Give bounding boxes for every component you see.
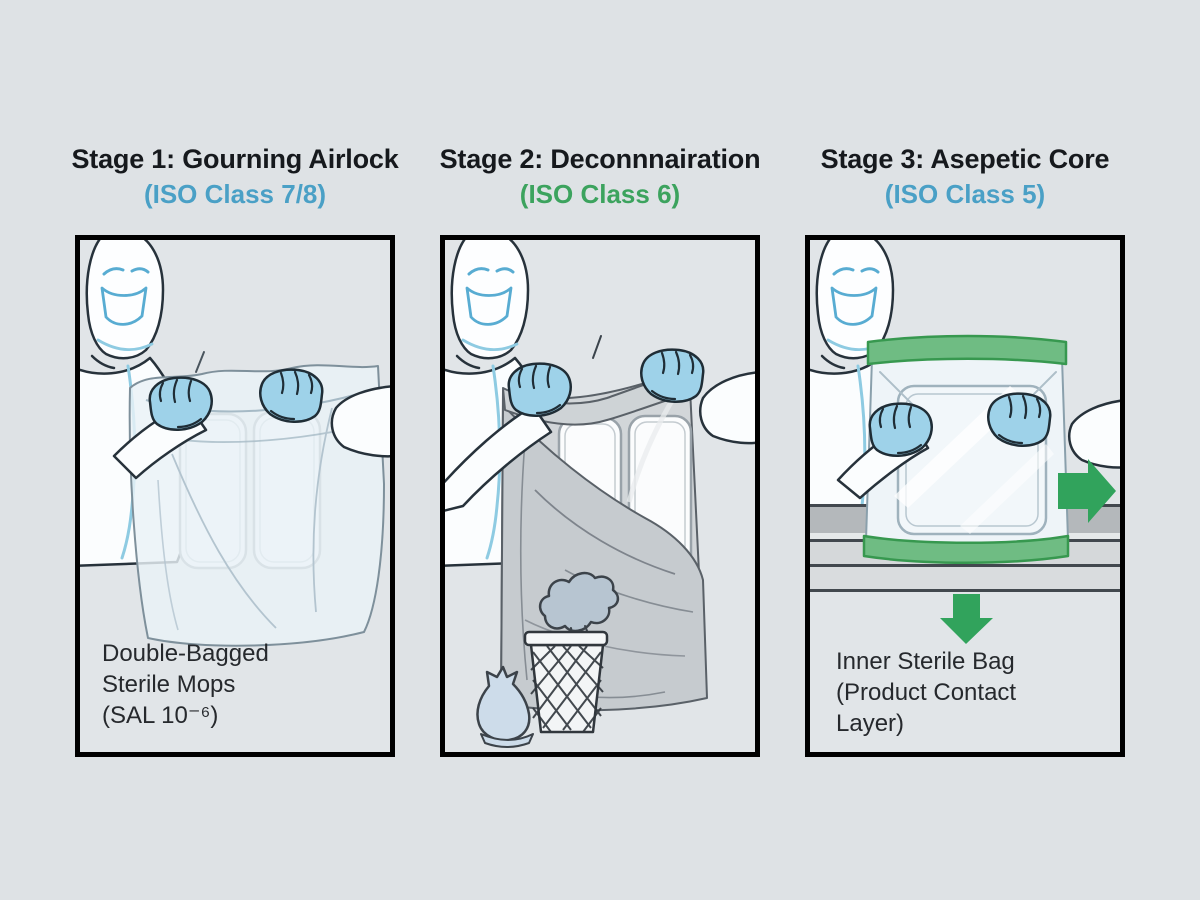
bag-green-seal-top bbox=[866, 334, 1068, 366]
stage-2-subtitle: (ISO Class 6) bbox=[519, 179, 681, 209]
assistant-arm-sleeve bbox=[330, 385, 390, 458]
bag-green-seal-bottom bbox=[862, 534, 1070, 564]
stage-3-caption: Inner Sterile Bag (Product Contact Layer… bbox=[836, 646, 1016, 739]
stage-2-panel bbox=[440, 235, 760, 757]
stage-1-caption: Double-Bagged Sterile Mops (SAL 10⁻⁶) bbox=[102, 638, 269, 731]
caption-line: (SAL 10⁻⁶) bbox=[102, 702, 219, 729]
arrow-down-icon bbox=[940, 594, 993, 644]
stage-1-subtitle: (ISO Class 7/8) bbox=[143, 179, 327, 209]
stage-2-illustration bbox=[445, 240, 755, 752]
operator-arm-sleeve bbox=[445, 404, 553, 512]
tied-waste-bag-icon bbox=[476, 665, 534, 748]
stage-3-title: Stage 3: Asepetic Core bbox=[820, 144, 1110, 174]
right-glove bbox=[640, 348, 705, 404]
stage-3-illustration bbox=[810, 240, 1120, 752]
caption-line: Inner Sterile Bag bbox=[836, 648, 1015, 675]
stage-1-title: Stage 1: Gourning Airlock bbox=[71, 144, 399, 174]
stage-1-panel: Double-Bagged Sterile Mops (SAL 10⁻⁶) bbox=[75, 235, 395, 757]
stage-3-column: Stage 3: Asepetic Core (ISO Class 5) bbox=[805, 143, 1125, 757]
caption-line: Double-Bagged bbox=[102, 640, 269, 667]
stage-2-title: Stage 2: Deconnnairation bbox=[439, 144, 761, 174]
arrow-right-icon bbox=[1058, 459, 1116, 523]
stage-3-panel: Inner Sterile Bag (Product Contact Layer… bbox=[805, 235, 1125, 757]
stage-1-column: Stage 1: Gourning Airlock (ISO Class 7/8… bbox=[71, 143, 399, 757]
waste-bin-icon bbox=[523, 630, 609, 734]
right-glove bbox=[259, 368, 324, 424]
caption-line: (Product Contact bbox=[836, 679, 1017, 706]
left-glove bbox=[507, 362, 572, 418]
left-glove bbox=[148, 376, 213, 432]
assistant-arm-sleeve bbox=[1068, 399, 1120, 469]
left-glove bbox=[868, 402, 933, 458]
stage-1-illustration bbox=[80, 240, 390, 752]
assistant-arm-sleeve bbox=[699, 371, 755, 445]
caption-line: Layer) bbox=[836, 710, 905, 737]
caption-line: Sterile Mops bbox=[102, 671, 236, 698]
stage-3-subtitle: (ISO Class 5) bbox=[884, 179, 1046, 209]
stage-2-column: Stage 2: Deconnnairation (ISO Class 6) bbox=[439, 143, 761, 757]
right-glove bbox=[987, 392, 1052, 448]
crumpled-bag-icon bbox=[538, 571, 620, 641]
